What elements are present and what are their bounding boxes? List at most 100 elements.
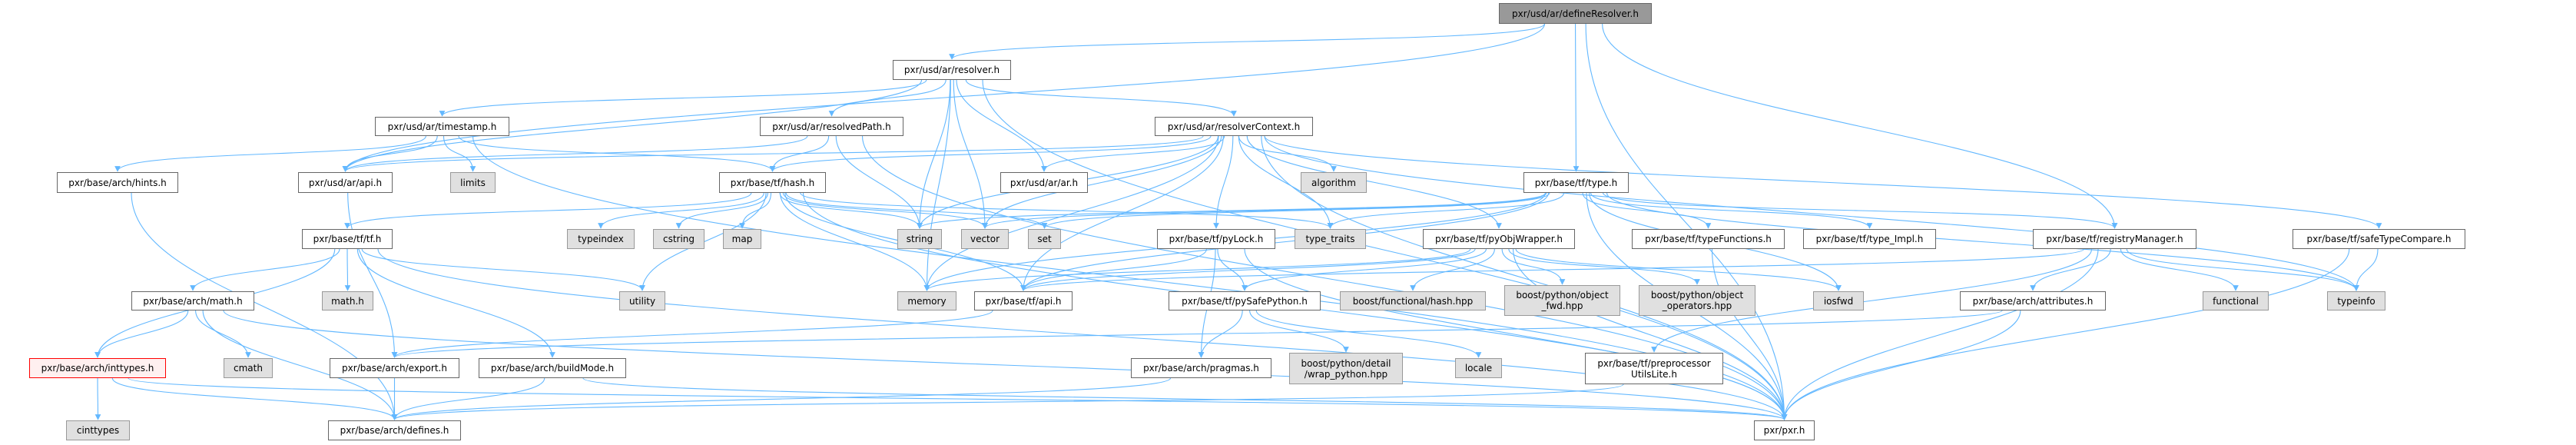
- node-locale: locale: [1455, 358, 1502, 378]
- node-utility: utility: [619, 291, 665, 311]
- node-py-lock[interactable]: pxr/base/tf/pyLock.h: [1157, 229, 1275, 249]
- edge-pyLock-to-tfApi: [1020, 248, 1207, 291]
- edge-resolverContext-to-vector: [982, 135, 1222, 229]
- node-object-ops: boost/python/object _operators.hpp: [1639, 285, 1755, 316]
- edge-pragmas-to-defines: [391, 377, 1172, 420]
- edge-pyObjWrapper-to-objectOps: [1508, 248, 1700, 285]
- node-map: map: [723, 229, 761, 249]
- node-tf[interactable]: pxr/base/tf/tf.h: [302, 229, 393, 249]
- node-iosfwd: iosfwd: [1813, 291, 1864, 311]
- edge-hints-to-defines: [131, 192, 398, 420]
- node-ar[interactable]: pxr/usd/ar/ar.h: [1000, 172, 1088, 193]
- edge-resolvedPath-to-string: [835, 135, 923, 229]
- node-registry-manager[interactable]: pxr/base/tf/registryManager.h: [2033, 229, 2196, 249]
- node-vector: vector: [961, 229, 1009, 249]
- edge-tf-to-archMath: [190, 248, 340, 291]
- edge-resolverContext-to-pxr: [1261, 135, 1788, 420]
- node-set: set: [1028, 229, 1061, 249]
- node-resolved-path[interactable]: pxr/usd/ar/resolvedPath.h: [760, 117, 903, 136]
- edge-timestamp-to-hash: [458, 135, 776, 172]
- node-type[interactable]: pxr/base/tf/type.h: [1523, 172, 1629, 193]
- edge-hash-to-set: [785, 192, 1048, 229]
- node-pragmas[interactable]: pxr/base/arch/pragmas.h: [1131, 358, 1271, 378]
- edge-hash-to-memory: [780, 192, 930, 291]
- edge-registryManager-to-tfApi: [1020, 248, 2085, 291]
- node-ar-api[interactable]: pxr/usd/ar/api.h: [298, 172, 393, 193]
- node-limits: limits: [450, 172, 496, 193]
- node-build-mode[interactable]: pxr/base/arch/buildMode.h: [479, 358, 626, 378]
- edge-resolverContext-to-arApi: [342, 135, 1204, 172]
- edge-registryManager-to-preprocessor: [1651, 248, 2093, 353]
- edge-timestamp-to-limits: [443, 135, 476, 172]
- edge-arApi-to-export: [347, 192, 398, 358]
- edge-pyObjWrapper-to-iosfwd: [1515, 248, 1842, 291]
- node-hints[interactable]: pxr/base/arch/hints.h: [57, 172, 178, 193]
- node-cmath: cmath: [224, 358, 273, 378]
- edge-resolvedPath-to-pxr: [861, 135, 1788, 420]
- edge-resolver-to-resolverContext: [965, 79, 1237, 117]
- node-string: string: [897, 229, 942, 249]
- node-preprocessor[interactable]: pxr/base/tf/preprocessor UtilsLite.h: [1585, 353, 1723, 384]
- node-typeindex: typeindex: [567, 229, 635, 249]
- node-typeinfo: typeinfo: [2327, 291, 2385, 311]
- edge-typeFunctions-to-pxr: [1711, 248, 1788, 420]
- edge-registryManager-to-typeinfo: [2126, 248, 2359, 291]
- edge-pySafePython-to-locale: [1255, 310, 1482, 358]
- node-resolver[interactable]: pxr/usd/ar/resolver.h: [893, 60, 1011, 80]
- node-algorithm: algorithm: [1301, 172, 1367, 193]
- node-wrap-python: boost/python/detail /wrap_python.hpp: [1289, 353, 1403, 384]
- edge-attributes-to-pxr: [1781, 310, 2021, 420]
- edge-pySafePython-to-wrapPython: [1249, 310, 1349, 353]
- node-tf-api[interactable]: pxr/base/tf/api.h: [974, 291, 1073, 311]
- edge-type-to-vector: [982, 192, 1547, 229]
- node-type-impl[interactable]: pxr/base/tf/type_Impl.h: [1803, 229, 1936, 249]
- edge-archMath-to-defines: [202, 310, 398, 420]
- node-cinttypes: cinttypes: [66, 420, 130, 440]
- edge-hash-to-tf: [344, 192, 752, 229]
- edge-type-to-typeImpl: [1590, 192, 1873, 229]
- edge-registryManager-to-pxr: [1781, 248, 2099, 420]
- node-resolver-context[interactable]: pxr/usd/ar/resolverContext.h: [1155, 117, 1313, 136]
- edge-inttypes-to-pxr: [128, 377, 1787, 420]
- edge-timestamp-to-hints: [114, 135, 426, 172]
- edge-hash-to-string: [779, 192, 923, 229]
- edge-resolverContext-to-hash: [769, 135, 1212, 172]
- edge-tf-to-pxr: [377, 248, 1788, 420]
- node-hash[interactable]: pxr/base/tf/hash.h: [719, 172, 826, 193]
- node-safe-type-compare[interactable]: pxr/base/tf/safeTypeCompare.h: [2293, 229, 2465, 249]
- node-pxr[interactable]: pxr/pxr.h: [1754, 420, 1815, 440]
- edge-resolverContext-to-typeinfo: [1264, 135, 2359, 291]
- edge-hash-to-cstring: [675, 192, 768, 229]
- node-arch-math[interactable]: pxr/base/arch/math.h: [131, 291, 254, 311]
- edge-inttypes-to-defines: [111, 377, 398, 420]
- node-inttypes[interactable]: pxr/base/arch/inttypes.h: [29, 358, 166, 378]
- node-type-functions[interactable]: pxr/base/tf/typeFunctions.h: [1632, 229, 1785, 249]
- edge-resolverContext-to-ar: [1041, 135, 1225, 172]
- edge-pyLock-to-pySafePython: [1217, 248, 1248, 291]
- edge-pyObjWrapper-to-tfApi: [1020, 248, 1476, 291]
- edge-tf-to-utility: [361, 248, 645, 291]
- edge-resolverContext-to-pyObjWrapper: [1246, 135, 1502, 229]
- edge-safeTypeCompare-to-pxr: [1781, 248, 2350, 420]
- edge-defineResolver-to-registryManager: [1602, 23, 2118, 229]
- edge-archMath-to-pxr: [223, 310, 1788, 420]
- edge-pyObjWrapper-to-pySafePython: [1242, 248, 1487, 291]
- edge-buildMode-to-pxr: [582, 377, 1787, 420]
- node-boost-hash: boost/functional/hash.hpp: [1340, 291, 1486, 311]
- edge-resolver-to-memory: [923, 79, 951, 291]
- edge-resolverContext-to-pyLock: [1213, 135, 1234, 229]
- node-py-obj-wrapper[interactable]: pxr/base/tf/pyObjWrapper.h: [1423, 229, 1575, 249]
- edge-registryManager-to-functional: [2120, 248, 2239, 291]
- edge-archMath-to-inttypes: [94, 310, 189, 358]
- edge-pyLock-to-pxr: [1244, 248, 1788, 420]
- edge-defineResolver-to-arApi: [342, 23, 1546, 172]
- node-py-safe-python[interactable]: pxr/base/tf/pySafePython.h: [1169, 291, 1321, 311]
- node-define-resolver[interactable]: pxr/usd/ar/defineResolver.h: [1499, 3, 1652, 24]
- node-export[interactable]: pxr/base/arch/export.h: [330, 358, 459, 378]
- node-timestamp[interactable]: pxr/usd/ar/timestamp.h: [375, 117, 509, 136]
- node-defines[interactable]: pxr/base/arch/defines.h: [328, 420, 461, 440]
- node-memory: memory: [897, 291, 956, 311]
- node-attributes[interactable]: pxr/base/arch/attributes.h: [1960, 291, 2106, 311]
- edge-defineResolver-to-resolver: [949, 23, 1546, 60]
